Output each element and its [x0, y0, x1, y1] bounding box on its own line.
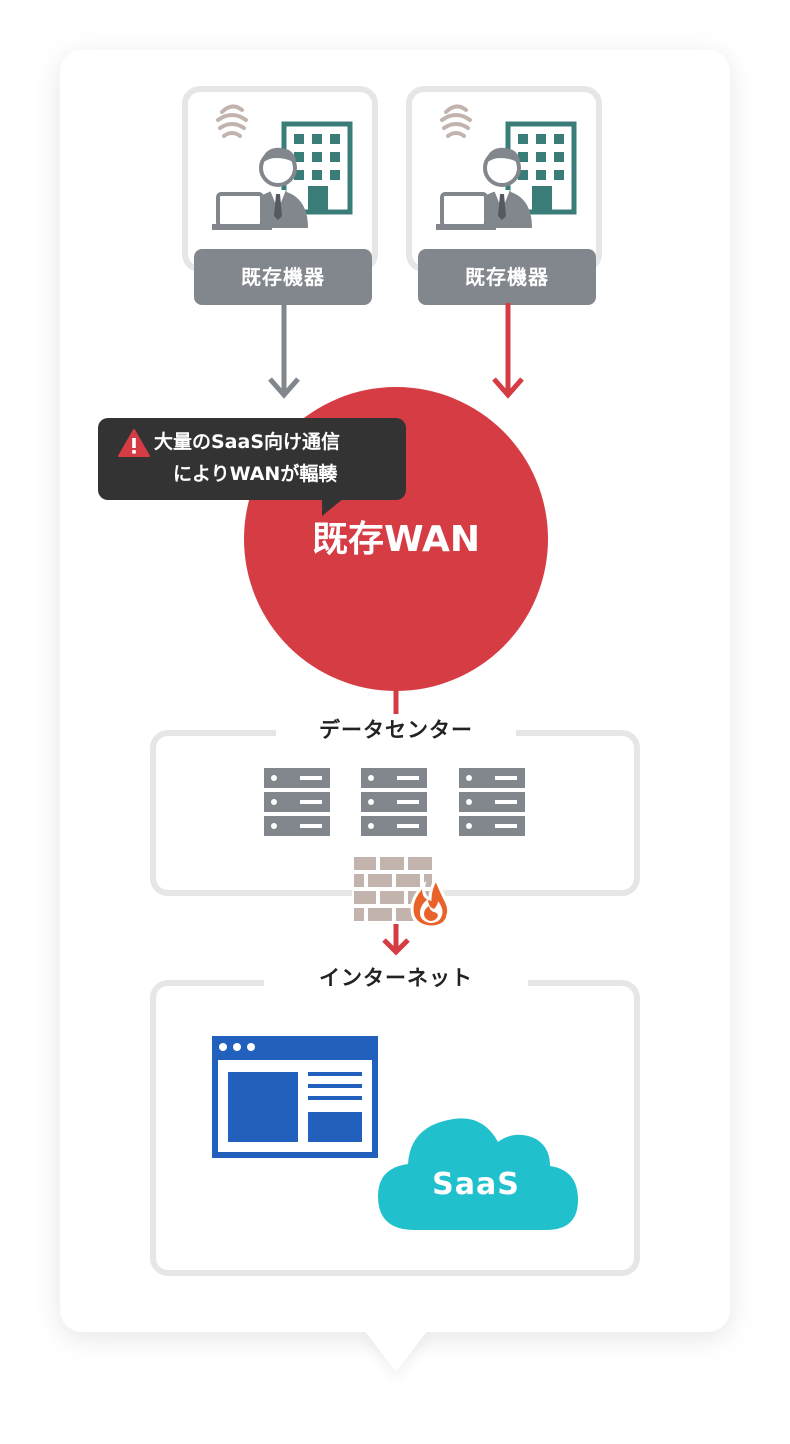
- saas-label: SaaS: [432, 1167, 520, 1202]
- office-worker-icon: [212, 104, 353, 230]
- cloud-icon: [378, 1118, 578, 1230]
- internet-title: インターネット: [264, 962, 528, 994]
- office-label-1: 既存機器: [194, 249, 372, 305]
- laptop-icon: [212, 192, 272, 230]
- firewall-icon: [352, 855, 451, 929]
- warning-text-line1: 大量のSaaS向け通信: [154, 431, 341, 453]
- office-label-2: 既存機器: [418, 249, 596, 305]
- warning-callout: 大量のSaaS向け通信 によりWANが輻輳: [98, 418, 406, 500]
- warning-text-line2: によりWANが輻輳: [173, 463, 338, 485]
- server-icon: [264, 768, 330, 836]
- laptop-icon: [436, 192, 496, 230]
- flame-icon: [410, 875, 451, 929]
- card-pointer: [364, 1330, 428, 1372]
- server-icon: [361, 768, 427, 836]
- arrow-down-red-icon: [492, 303, 524, 399]
- wan-connector-line: [393, 689, 399, 715]
- callout-pointer: [322, 498, 344, 516]
- server-icon: [459, 768, 525, 836]
- servers-group: [264, 768, 525, 836]
- stress-squiggle-icon: [216, 104, 248, 138]
- building-icon: [281, 121, 353, 215]
- warning-icon: [118, 429, 150, 457]
- wan-label: 既存WAN: [311, 519, 481, 560]
- office-worker-icon: [436, 104, 577, 230]
- arrow-down-red-icon: [382, 924, 410, 956]
- stress-squiggle-icon: [440, 104, 472, 138]
- datacenter-title: データセンター: [276, 714, 516, 746]
- arrow-down-gray-icon: [268, 303, 300, 399]
- browser-window-icon: [212, 1036, 378, 1158]
